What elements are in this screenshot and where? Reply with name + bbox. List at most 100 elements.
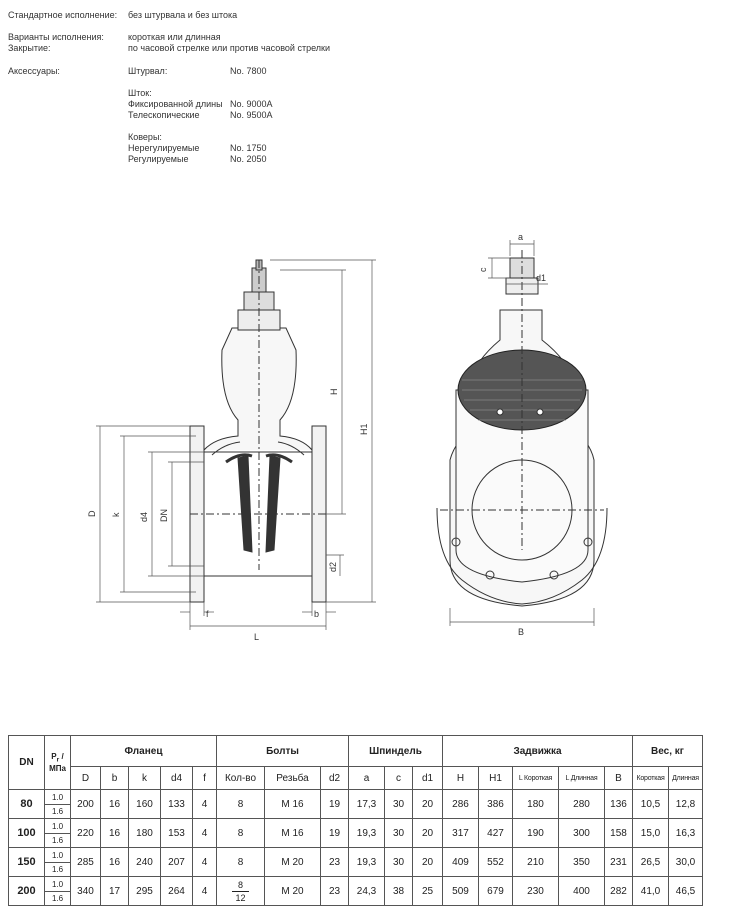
accessory-label: Коверы: xyxy=(128,132,162,142)
front-view xyxy=(436,250,608,607)
col-thread: Резьба xyxy=(264,766,321,790)
label-k: k xyxy=(111,512,121,517)
table-cell: 153 xyxy=(160,818,193,848)
table-group-header: DN Pr / МПа Фланец Болты Шпиндель Задвиж… xyxy=(8,735,703,790)
table-cell: M 16 xyxy=(264,789,321,819)
table-cell: 150 xyxy=(8,847,45,877)
qty-1: 8 xyxy=(231,879,249,892)
accessory-label: Штурвал: xyxy=(128,66,168,76)
table-cell: 16,3 xyxy=(668,818,703,848)
table-cell: 30 xyxy=(384,789,413,819)
dimensions-table-wrap: DN Pr / МПа Фланец Болты Шпиндель Задвиж… xyxy=(8,735,703,906)
table-cell: 240 xyxy=(128,847,161,877)
pn-slash: / xyxy=(59,752,64,762)
qty-2: 12 xyxy=(235,892,246,903)
col-L-short: L Короткая xyxy=(512,766,559,790)
accessory-value: No. 9000A xyxy=(230,99,273,109)
col-weight-long: Длинная xyxy=(668,766,703,790)
table-cell: 16 xyxy=(100,818,129,848)
spec-value: по часовой стрелке или против часовой ст… xyxy=(128,43,331,53)
table-cell: 10,5 xyxy=(632,789,669,819)
table-cell: 180 xyxy=(512,789,559,819)
table-cell: 400 xyxy=(558,876,605,906)
table-cell: 300 xyxy=(558,818,605,848)
table-cell: 46,5 xyxy=(668,876,703,906)
table-cell: 20 xyxy=(412,818,443,848)
group-valve: Задвижка xyxy=(442,735,633,767)
table-cell: 15,0 xyxy=(632,818,669,848)
table-cell: 100 xyxy=(8,818,45,848)
table-cell: 285 xyxy=(70,847,101,877)
table-cell: 317 xyxy=(442,818,479,848)
group-bolts: Болты xyxy=(216,735,349,767)
col-D: D xyxy=(70,766,101,790)
pn-unit: МПа xyxy=(49,763,66,773)
table-cell: 38 xyxy=(384,876,413,906)
table-cell: 19,3 xyxy=(348,847,385,877)
table-cell: 16 xyxy=(100,789,129,819)
table-cell: 231 xyxy=(604,847,633,877)
table-cell: 17,3 xyxy=(348,789,385,819)
col-c: c xyxy=(384,766,413,790)
table-cell: 427 xyxy=(478,818,513,848)
table-cell: 19,3 xyxy=(348,818,385,848)
table-cell: 350 xyxy=(558,847,605,877)
label-f: f xyxy=(206,609,209,619)
col-d2: d2 xyxy=(320,766,349,790)
accessory-value: No. 7800 xyxy=(230,66,267,76)
table-cell: 210 xyxy=(512,847,559,877)
accessory-value: No. 1750 xyxy=(230,143,267,153)
pn-symbol: P xyxy=(51,752,57,762)
table-cell: 8 xyxy=(216,818,265,848)
col-k: k xyxy=(128,766,161,790)
table-cell: 4 xyxy=(192,847,217,877)
front-dimensions xyxy=(449,240,595,626)
label-a: a xyxy=(518,232,523,242)
table-column-header: D b k d4 f Кол-во Резьба d2 a c d1 H H1 … xyxy=(9,766,703,790)
pn-subscript: r xyxy=(56,756,60,764)
label-c: c xyxy=(478,267,488,272)
table-cell: 552 xyxy=(478,847,513,877)
accessory-value: No. 9500A xyxy=(230,110,273,120)
col-f: f xyxy=(192,766,217,790)
col-dn: DN xyxy=(8,735,45,790)
accessory-value: No. 2050 xyxy=(230,154,267,164)
table-cell: 30,0 xyxy=(668,847,703,877)
spec-label: Закрытие: xyxy=(8,43,51,53)
spec-value: без штурвала и без штока xyxy=(128,10,238,20)
group-flange: Фланец xyxy=(70,735,217,767)
table-cell: 4 xyxy=(192,789,217,819)
label-b: b xyxy=(314,609,319,619)
table-cell: 17 xyxy=(100,876,129,906)
table-cell: 160 xyxy=(128,789,161,819)
label-d4: d4 xyxy=(139,512,149,522)
spec-label: Варианты исполнения: xyxy=(8,32,104,42)
table-cell: 133 xyxy=(160,789,193,819)
pn-2: 1.6 xyxy=(51,806,64,816)
group-weight: Вес, кг xyxy=(632,735,703,767)
table-cell: 30 xyxy=(384,818,413,848)
dimension-labels: D k d4 DN f b L H H1 d2 a c d1 B xyxy=(87,232,546,642)
table-cell: 8 xyxy=(216,789,265,819)
col-L-long: L Длинная xyxy=(558,766,605,790)
col-H1: H1 xyxy=(478,766,513,790)
pn-1: 1.0 xyxy=(45,791,70,805)
table-cell: 295 xyxy=(128,876,161,906)
valve-drawing: D k d4 DN f b L H H1 d2 a c d1 B xyxy=(87,232,608,642)
table-cell: 220 xyxy=(70,818,101,848)
label-DN: DN xyxy=(159,509,169,522)
label-D: D xyxy=(87,510,97,517)
table-cell: 679 xyxy=(478,876,513,906)
table-cell: 24,3 xyxy=(348,876,385,906)
accessory-label: Телескопические xyxy=(128,110,200,120)
spec-label: Аксессуары: xyxy=(8,66,60,76)
label-H1: H1 xyxy=(359,423,369,435)
table-cell: 20 xyxy=(412,847,443,877)
